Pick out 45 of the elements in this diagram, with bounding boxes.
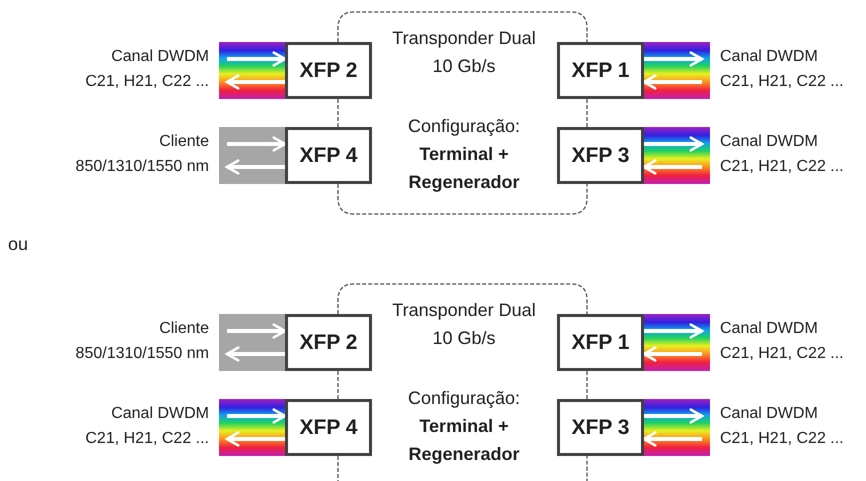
channel-label: C21, H21, C22 ... [84, 429, 209, 449]
signal-arrow [642, 431, 702, 447]
xfp-module-box: XFP 3 [557, 127, 644, 184]
signal-arrow [644, 408, 704, 424]
signal-arrow [642, 74, 702, 90]
signal-arrow [227, 408, 286, 424]
signal-arrow [226, 159, 285, 175]
channel-label: C21, H21, C22 ... [720, 157, 845, 177]
transponder-title: Transponder Dual 10 Gb/s [391, 27, 537, 78]
separator-word: ou [8, 234, 28, 255]
signal-arrow [226, 431, 285, 447]
xfp-module-box: XFP 1 [557, 314, 644, 371]
xfp-module-box: XFP 2 [285, 314, 372, 371]
signal-arrow [644, 136, 704, 152]
signal-arrow [644, 323, 704, 339]
transponder-title: Transponder Dual 10 Gb/s [391, 299, 537, 350]
channel-label: C21, H21, C22 ... [720, 344, 845, 364]
configuration-text: Configuração: Terminal + Regenerador [406, 115, 522, 194]
signal-arrow [226, 74, 285, 90]
signal-arrow [227, 51, 286, 67]
signal-arrow [227, 323, 286, 339]
channel-label: Canal DWDM [720, 404, 819, 424]
signal-arrow [642, 346, 702, 362]
xfp-module-box: XFP 1 [557, 42, 644, 99]
xfp-module-box: XFP 4 [285, 127, 372, 184]
channel-label: C21, H21, C22 ... [720, 429, 845, 449]
channel-label: C21, H21, C22 ... [720, 72, 845, 92]
channel-label: Canal DWDM [720, 47, 819, 67]
channel-label: C21, H21, C22 ... [84, 72, 209, 92]
xfp-module-box: XFP 2 [285, 42, 372, 99]
signal-arrow [227, 136, 286, 152]
signal-arrow [642, 159, 702, 175]
channel-label: Cliente [158, 132, 209, 152]
channel-label: Canal DWDM [720, 132, 819, 152]
channel-label: Canal DWDM [110, 47, 209, 67]
channel-label: 850/1310/1550 nm [74, 344, 209, 364]
signal-arrow [226, 346, 285, 362]
xfp-module-box: XFP 3 [557, 399, 644, 456]
signal-arrow [644, 51, 704, 67]
configuration-text: Configuração: Terminal + Regenerador [406, 387, 522, 466]
channel-label: Cliente [158, 319, 209, 339]
channel-label: 850/1310/1550 nm [74, 157, 209, 177]
xfp-module-box: XFP 4 [285, 399, 372, 456]
channel-label: Canal DWDM [110, 404, 209, 424]
channel-label: Canal DWDM [720, 319, 819, 339]
